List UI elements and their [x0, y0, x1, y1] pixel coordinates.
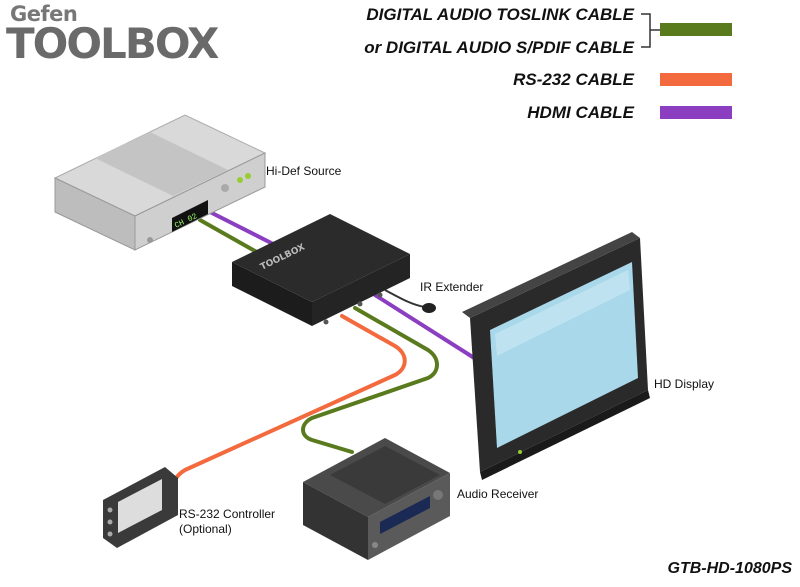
- hd-display-device: [462, 232, 650, 480]
- brand-logo: TOOLBOX: [6, 19, 219, 68]
- audio-receiver-device: [303, 438, 450, 560]
- label-rs232-controller-line2: (Optional): [179, 522, 232, 536]
- label-rs232-controller-line1: RS-232 Controller: [179, 507, 276, 521]
- ir-extender-sensor: [422, 303, 436, 313]
- cable-toslink-source: [198, 218, 264, 257]
- legend-bracket: [641, 13, 660, 48]
- label-rs232-controller: RS-232 Controller (Optional): [179, 507, 275, 537]
- legend-label-rs232: RS-232 CABLE: [513, 70, 634, 89]
- label-ir-extender: IR Extender: [420, 280, 484, 294]
- label-audio-receiver: Audio Receiver: [457, 487, 539, 501]
- legend-label-hdmi: HDMI CABLE: [527, 103, 634, 122]
- label-hidef-source: Hi-Def Source: [266, 164, 342, 178]
- hidef-source-device: [53, 114, 267, 251]
- brand-top: Gefen: [10, 2, 78, 26]
- label-hd-display: HD Display: [654, 377, 715, 391]
- cable-toslink-receiver: [301, 306, 439, 454]
- legend-swatch-rs232: [660, 73, 732, 86]
- legend-swatch-hdmi: [660, 106, 732, 119]
- cable-ir: [384, 289, 426, 308]
- legend-swatch-toslink: [660, 23, 732, 36]
- legend-label-toslink: DIGITAL AUDIO TOSLINK CABLE: [366, 5, 634, 24]
- legend-label-spdif: or DIGITAL AUDIO S/PDIF CABLE: [364, 38, 634, 57]
- model-number: GTB-HD-1080PS: [667, 560, 792, 577]
- rs232-controller-device: [103, 467, 178, 548]
- extender-device: [232, 214, 410, 326]
- cable-hdmi-display: [373, 293, 492, 370]
